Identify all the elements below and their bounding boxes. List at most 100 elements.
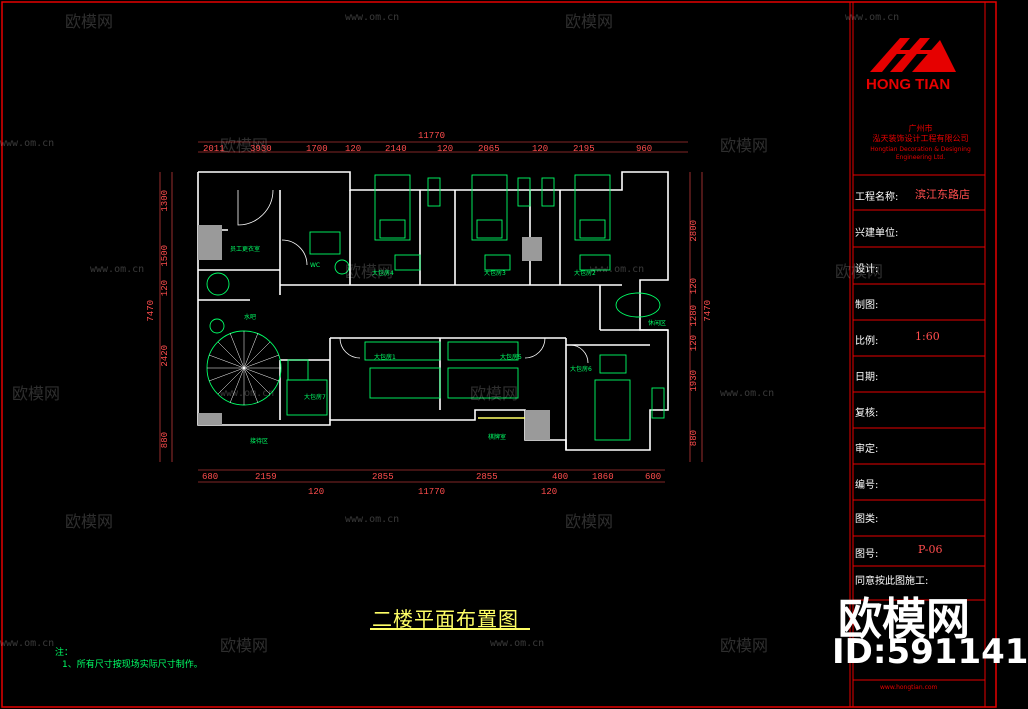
watermark-url: www.om.cn xyxy=(220,388,275,399)
room-label: 水吧 xyxy=(244,314,257,321)
dim-top-seg: 2011 xyxy=(203,144,225,154)
drawing-title: 二楼平面布置图 xyxy=(372,607,519,631)
watermark-brand: 欧模网 xyxy=(65,12,114,31)
tb-row-label: 复核: xyxy=(855,408,879,419)
dim-bottom-seg: 120 xyxy=(541,487,558,497)
note-item: 1、所有尺寸按现场实际尺寸制作。 xyxy=(62,660,203,670)
tb-row-label: 日期: xyxy=(855,372,879,383)
room-label: 休闲区 xyxy=(648,320,667,327)
watermark-url: www.om.cn xyxy=(590,264,645,275)
dim-bottom-seg: 120 xyxy=(308,487,325,497)
dim-right-seg: 120 xyxy=(689,278,699,295)
stair xyxy=(207,331,281,405)
tb-row-label: 同意按此图施工: xyxy=(855,576,929,587)
furniture xyxy=(206,174,665,441)
watermark-url: www.om.cn xyxy=(345,12,400,23)
tb-row-value: P-06 xyxy=(918,543,943,556)
room-label: 棋牌室 xyxy=(488,434,507,441)
dim-top-seg: 1700 xyxy=(306,144,328,154)
room-label: 大包房2 xyxy=(574,270,596,277)
watermark-brand: 欧模网 xyxy=(65,512,114,531)
watermark-brand: 欧模网 xyxy=(835,262,884,281)
dim-bottom-total: 11770 xyxy=(418,487,446,497)
room-label: WC xyxy=(310,262,321,269)
dim-bottom-seg: 2855 xyxy=(476,472,498,482)
watermark-brand: 欧模网 xyxy=(220,636,269,655)
floor-plan-canvas xyxy=(1,1,997,708)
watermark-brand: 欧模网 xyxy=(470,384,519,403)
watermark-url: www.om.cn xyxy=(490,638,545,649)
room-label: 接待区 xyxy=(250,438,269,445)
drawing-border xyxy=(1,1,997,708)
notes-heading: 注： xyxy=(55,648,74,658)
watermark-url: www.om.cn xyxy=(90,264,145,275)
tb-row-label: 制图: xyxy=(855,300,879,311)
dim-right-seg: 1280 xyxy=(689,305,699,327)
walls xyxy=(197,171,669,451)
dim-bottom-seg: 1860 xyxy=(592,472,614,482)
watermark-brand: 欧模网 xyxy=(720,636,769,655)
company-cn: 广州市 泓天装饰设计工程有限公司 xyxy=(872,124,969,143)
dim-top-seg: 2140 xyxy=(385,144,407,154)
dim-left-seg: 120 xyxy=(160,280,170,297)
dim-left-total: 7470 xyxy=(146,300,156,322)
dim-top-seg: 2195 xyxy=(573,144,595,154)
dim-left-seg: 1500 xyxy=(160,245,170,267)
dim-top-seg: 960 xyxy=(636,144,653,154)
watermark-big-brand: 欧模网 xyxy=(838,594,970,645)
dim-left-seg: 880 xyxy=(160,432,170,449)
dim-right-seg: 120 xyxy=(689,335,699,352)
title-block-frame xyxy=(849,2,986,707)
watermark-brand: 欧模网 xyxy=(220,136,269,155)
tb-row-label: 图号: xyxy=(855,549,879,560)
dim-left-seg: 2420 xyxy=(160,345,170,367)
logo-wordmark: HONG TIAN xyxy=(866,76,951,93)
tb-row-label: 审定: xyxy=(855,444,879,455)
dim-right-total: 7470 xyxy=(703,300,713,322)
room-label: 大包房6 xyxy=(570,366,592,373)
watermark-brand: 欧模网 xyxy=(565,12,614,31)
dim-left-seg: 1300 xyxy=(160,190,170,212)
columns xyxy=(198,225,550,440)
dim-bottom-seg: 680 xyxy=(202,472,219,482)
tb-row-label: 图类: xyxy=(855,514,879,525)
dim-right-seg: 1930 xyxy=(689,370,699,392)
room-label: 大包房7 xyxy=(304,394,326,401)
tb-row-label: 比例: xyxy=(855,336,879,347)
dim-right-seg: 880 xyxy=(689,430,699,447)
dim-right-seg: 2800 xyxy=(689,220,699,242)
watermark-url: www.om.cn xyxy=(0,138,55,149)
dim-top-seg: 3930 xyxy=(250,144,272,154)
title-underline xyxy=(370,628,530,630)
tb-row-value: 1:60 xyxy=(915,330,940,343)
doors xyxy=(237,189,589,364)
tb-row-label: 设计: xyxy=(855,264,879,275)
dim-top-seg: 120 xyxy=(532,144,549,154)
watermark-brand: 欧模网 xyxy=(720,136,769,155)
tb-row-value: 滨江东路店 xyxy=(915,188,970,201)
watermark-brand: 欧模网 xyxy=(345,262,394,281)
dim-top-seg: 120 xyxy=(345,144,362,154)
watermark-url: www.om.cn xyxy=(720,388,775,399)
room-label: 大包房3 xyxy=(484,270,506,277)
watermark-id: ID:591141 xyxy=(832,632,1028,672)
dim-bottom-seg: 2159 xyxy=(255,472,277,482)
tb-row-label: 编号: xyxy=(855,480,879,491)
watermark-url: www.om.cn xyxy=(845,12,900,23)
room-label: 大包房1 xyxy=(374,354,396,361)
dimension-lines xyxy=(159,141,703,483)
dim-bottom-seg: 2855 xyxy=(372,472,394,482)
dim-bottom-seg: 600 xyxy=(645,472,662,482)
tb-footer: www.hongtian.com xyxy=(880,684,938,691)
room-label: 员工更衣室 xyxy=(230,246,261,253)
company-en: Hongtian Decoration & Designing Engineer… xyxy=(870,146,971,161)
dim-top-seg: 120 xyxy=(437,144,454,154)
dim-bottom-seg: 400 xyxy=(552,472,569,482)
dim-top-seg: 2065 xyxy=(478,144,500,154)
hongtian-logo-mark xyxy=(870,38,956,72)
tb-row-label: 兴建单位: xyxy=(855,228,899,239)
watermark-url: www.om.cn xyxy=(0,638,55,649)
tb-row-label: 工程名称: xyxy=(855,192,899,203)
watermark-url: www.om.cn xyxy=(345,514,400,525)
room-label: 大包房4 xyxy=(372,270,394,277)
